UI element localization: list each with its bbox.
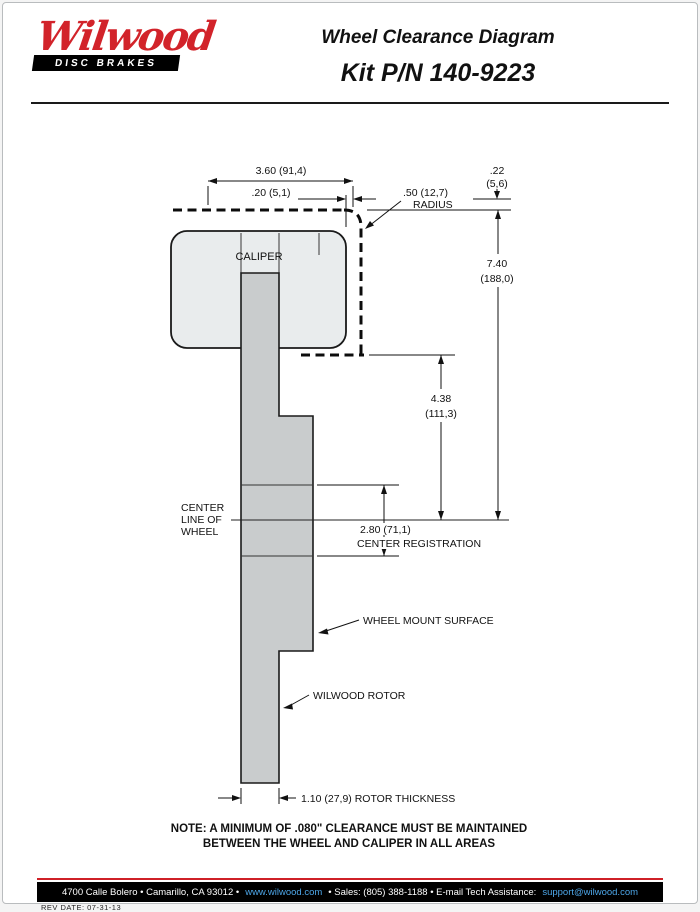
clearance-note: NOTE: A MINIMUM OF .080" CLEARANCE MUST … — [171, 823, 527, 850]
dim-thickness-text: 1.10 (27,9) ROTOR THICKNESS — [301, 793, 455, 805]
rotor-label: WILWOOD ROTOR — [313, 690, 406, 702]
dim-height-text-1: 7.40 — [487, 258, 508, 270]
wilwood-logo: Wilwood DISC BRAKES — [31, 13, 217, 71]
center-line-label-3: WHEEL — [181, 526, 219, 538]
rev-date: REV DATE: 07-31-13 — [41, 903, 122, 912]
rotor-body — [240, 272, 314, 784]
dim-height-text-2: (188,0) — [480, 273, 513, 285]
wheel-mount-label: WHEEL MOUNT SURFACE — [363, 615, 494, 627]
wheel-clearance-diagram: CALIPER CENTER LINE OF WHEEL 3.60 (91,4) — [170, 165, 527, 850]
dim-lip-text-1: .22 — [490, 165, 505, 177]
header: Wheel Clearance Diagram Kit P/N 140-9223 — [213, 27, 663, 88]
doc-title: Wheel Clearance Diagram — [321, 27, 555, 48]
header-divider — [31, 102, 669, 104]
footer-bar: 4700 Calle Bolero • Camarillo, CA 93012 … — [37, 882, 663, 902]
note-line-1: NOTE: A MINIMUM OF .080" CLEARANCE MUST … — [171, 823, 527, 835]
dim-depth-text-2: (111,3) — [425, 408, 457, 420]
radius-text-2: RADIUS — [413, 199, 453, 211]
dim-registration-text-1: 2.80 (71,1) — [360, 524, 411, 536]
dim-registration-text-2: CENTER REGISTRATION — [357, 538, 481, 550]
rotor-callout: WILWOOD ROTOR — [283, 690, 406, 710]
footer-red-line — [37, 878, 663, 880]
dim-rotor-thickness: 1.10 (27,9) ROTOR THICKNESS — [218, 788, 455, 805]
wheel-mount-surface-callout: WHEEL MOUNT SURFACE — [318, 615, 494, 635]
wilwood-logo-script: Wilwood — [33, 13, 217, 60]
dim-depth-text-1: 4.38 — [431, 393, 452, 405]
rotor-shape — [240, 272, 314, 784]
footer-email-link[interactable]: support@wilwood.com — [542, 886, 639, 898]
footer-address: 4700 Calle Bolero • Camarillo, CA 93012 … — [61, 886, 240, 898]
wheel-center-line: CENTER LINE OF WHEEL — [181, 502, 509, 538]
wheel-profile-dashed-outline — [173, 208, 364, 357]
dim-caliper-to-centerline: 4.38 (111,3) — [369, 354, 468, 520]
dim-overall-height: 7.40 (188,0) — [367, 209, 524, 520]
radius-text-1: .50 (12,7) — [403, 187, 448, 199]
dim-width-text: 3.60 (91,4) — [256, 165, 307, 177]
dim-caliper-wheel-gap: .20 (5,1) — [251, 187, 376, 227]
wilwood-logo-tagline: DISC BRAKES — [31, 55, 181, 71]
footer-contact: • Sales: (805) 388-1188 • E-mail Tech As… — [328, 886, 537, 898]
dim-center-registration: 2.80 (71,1) CENTER REGISTRATION — [317, 484, 485, 557]
dim-wheel-lip: .22 (5,6) — [473, 165, 511, 200]
dim-lip-text-2: (5,6) — [486, 178, 508, 190]
dim-gap-text: .20 (5,1) — [251, 187, 290, 199]
dim-caliper-width: 3.60 (91,4) — [207, 165, 354, 207]
caliper-label: CALIPER — [235, 251, 282, 263]
center-line-label-1: CENTER — [181, 502, 225, 514]
note-line-2: BETWEEN THE WHEEL AND CALIPER IN ALL ARE… — [203, 838, 496, 850]
footer-website-link[interactable]: www.wilwood.com — [245, 886, 323, 898]
radius-callout: .50 (12,7) RADIUS — [365, 187, 453, 229]
center-line-label-2: LINE OF — [181, 514, 222, 526]
kit-part-number: Kit P/N 140-9223 — [340, 59, 536, 87]
